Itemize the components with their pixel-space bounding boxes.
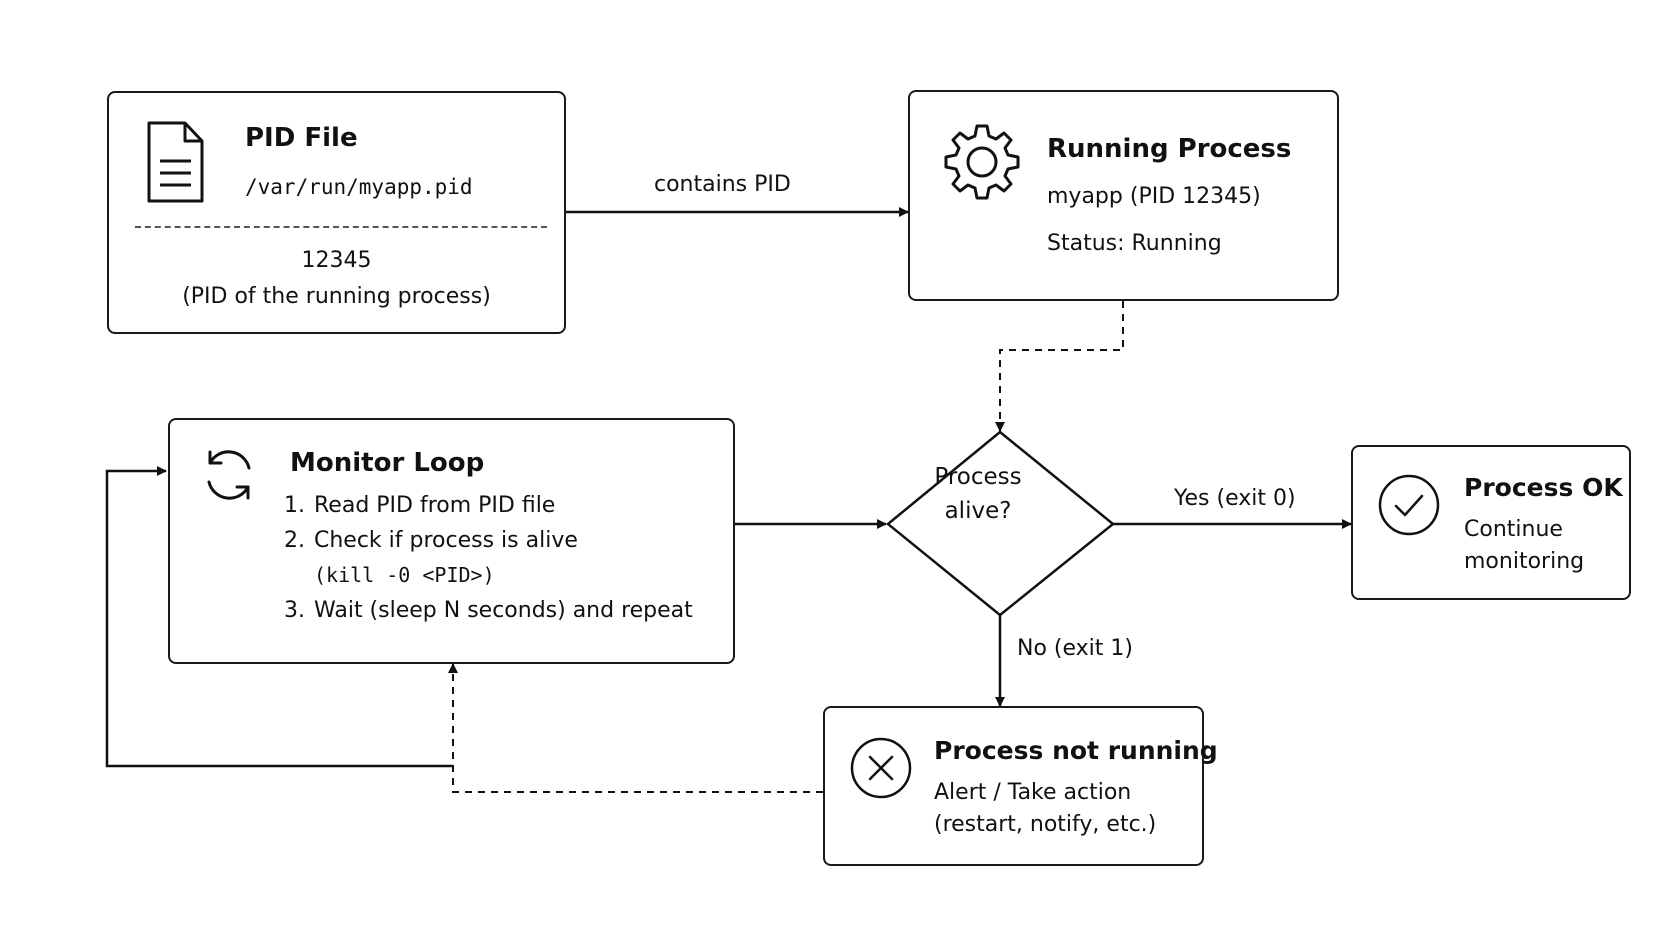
monitor-loop-node: Monitor Loop Read PID from PID file Chec…: [168, 418, 735, 664]
monitor-step-2-command: (kill -0 <PID>): [314, 563, 495, 587]
monitor-loop-steps: Read PID from PID file Check if process …: [282, 488, 693, 628]
process-ok-line-1: Continue: [1464, 517, 1563, 542]
process-not-running-line-1: Alert / Take action: [934, 780, 1132, 805]
process-not-running-line-2: (restart, notify, etc.): [934, 812, 1157, 837]
arrow-loop-back: [105, 466, 453, 768]
arrow-process-to-decision: [995, 301, 1124, 432]
edge-label-no: No (exit 1): [1017, 636, 1133, 661]
x-circle-icon: [849, 736, 913, 800]
refresh-icon: [200, 446, 258, 504]
gear-icon: [942, 122, 1022, 202]
decision-line-1: Process: [934, 464, 1022, 490]
pid-file-path: /var/run/myapp.pid: [245, 175, 473, 199]
monitor-loop-title: Monitor Loop: [290, 448, 485, 478]
process-ok-node: Process OK Continue monitoring: [1351, 445, 1631, 600]
file-icon: [145, 121, 205, 205]
pid-caption: (PID of the running process): [182, 284, 491, 309]
monitor-step-3: Wait (sleep N seconds) and repeat: [312, 593, 693, 628]
decision-line-2: alive?: [944, 498, 1012, 524]
monitor-step-1: Read PID from PID file: [312, 488, 693, 523]
pid-file-divider: [135, 226, 547, 228]
pid-value: 12345: [301, 248, 372, 273]
process-ok-line-2: monitoring: [1464, 549, 1585, 574]
pid-file-node: PID File /var/run/myapp.pid 12345 (PID o…: [107, 91, 566, 334]
running-process-name: myapp (PID 12345): [1047, 184, 1261, 209]
arrow-not-running-to-loop: [448, 663, 823, 793]
process-ok-title: Process OK: [1464, 473, 1623, 502]
monitor-step-2-text: Check if process is alive: [314, 528, 578, 553]
running-process-title: Running Process: [1047, 134, 1292, 164]
pid-file-title: PID File: [245, 123, 358, 153]
check-circle-icon: [1377, 473, 1441, 537]
edge-label-contains-pid: contains PID: [654, 172, 791, 197]
edge-label-yes: Yes (exit 0): [1174, 486, 1296, 511]
running-process-node: Running Process myapp (PID 12345) Status…: [908, 90, 1339, 301]
monitor-step-2: Check if process is alive (kill -0 <PID>…: [312, 523, 693, 593]
process-not-running-title: Process not running: [934, 736, 1218, 765]
decision-label: Process alive?: [888, 460, 1068, 528]
process-not-running-node: Process not running Alert / Take action …: [823, 706, 1218, 866]
running-process-status: Status: Running: [1047, 231, 1222, 256]
